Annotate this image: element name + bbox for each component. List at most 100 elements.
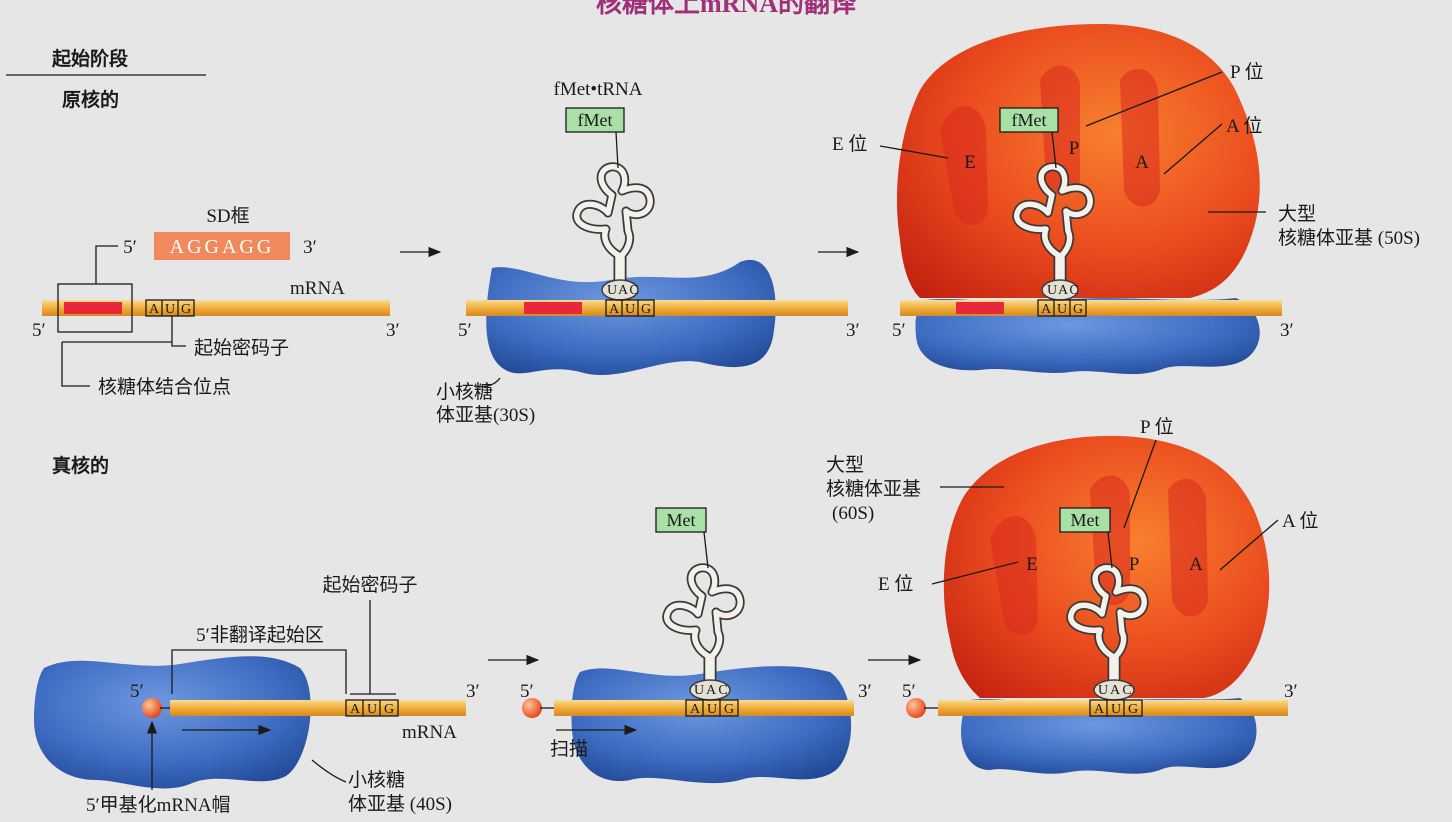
sd-box xyxy=(154,232,290,260)
euk-site-p-letter: P xyxy=(1129,554,1140,575)
svg-text:G: G xyxy=(1128,702,1138,717)
svg-text:C: C xyxy=(1122,683,1131,698)
met-label-1: Met xyxy=(667,510,696,530)
euk-site-e-letter: E xyxy=(1026,554,1038,575)
svg-text:G: G xyxy=(384,702,394,717)
euk-codon-3: A U G xyxy=(1089,699,1143,717)
svg-text:U: U xyxy=(1098,683,1108,698)
eukaryote-label: 真核的 xyxy=(52,454,109,477)
binding-site-box xyxy=(57,283,133,333)
svg-text:A: A xyxy=(609,302,620,317)
prok-panel-3: U A C A U G fMet E P A E 位 P 位 A 位 大型 核糖… xyxy=(832,24,1420,375)
euk-cap-1 xyxy=(142,698,162,718)
prok2-three-prime: 3′ xyxy=(846,320,860,341)
sd-region xyxy=(64,302,122,314)
large-60s-label-line2: 核糖体亚基 xyxy=(826,478,921,500)
svg-text:U: U xyxy=(707,702,717,717)
euk-a-site-label: A 位 xyxy=(1282,510,1318,532)
euk-panel-1: A U G 5′非翻译起始区 起始密码子 5′ 3′ mRNA 5′甲基化mRN… xyxy=(34,574,540,816)
prok-anticodon-2: U A C xyxy=(607,283,639,298)
met-box-2 xyxy=(1059,507,1111,533)
large-50s-label-line2: 核糖体亚基 (50S) xyxy=(1278,227,1420,249)
large-60s-label-line1: 大型 xyxy=(826,454,864,476)
small-30s-label-line1: 小核糖 xyxy=(436,381,493,403)
euk-mrna-strand-2 xyxy=(554,700,854,716)
prok2-five-prime: 5′ xyxy=(458,320,472,341)
prok-sd-region-2 xyxy=(524,302,582,314)
fmet-trna xyxy=(577,167,650,283)
euk-p-site-leader xyxy=(1123,439,1157,529)
met-stem-1 xyxy=(703,531,709,569)
euk-mrna-strand-3 xyxy=(938,700,1288,716)
p-site-label: P 位 xyxy=(1230,61,1264,83)
euk-codon-1: A U G xyxy=(345,699,399,717)
svg-text:U: U xyxy=(694,683,704,698)
prok1-five-prime: 5′ xyxy=(32,320,46,341)
prokaryote-label: 原核的 xyxy=(62,88,119,111)
euk-start-codon-label: 起始密码子 xyxy=(322,574,417,596)
prok-mrna-strand-2 xyxy=(466,300,848,316)
svg-text:A: A xyxy=(350,702,361,717)
sd-leader-line xyxy=(95,245,118,284)
start-codon-label: 起始密码子 xyxy=(194,337,289,359)
fmet-box-1 xyxy=(565,107,625,133)
prok-codon-3: A U G xyxy=(1037,299,1087,317)
p-site-leader xyxy=(1085,71,1223,127)
small-40s-leader xyxy=(311,759,347,783)
met-stem-2 xyxy=(1107,531,1113,569)
met-box-1 xyxy=(655,507,707,533)
euk-small-subunit-2 xyxy=(571,666,852,784)
svg-text:A: A xyxy=(1094,702,1105,717)
euk1-three-prime: 3′ xyxy=(466,681,480,702)
fmet-label-2: fMet xyxy=(1012,110,1047,130)
prok-mrna-strand-1 xyxy=(42,300,390,316)
prok-panel-2: U A C A U G fMet fMet•tRNA 5′ 3′ 小核糖 体亚基… xyxy=(436,79,860,426)
euk-mrna-label: mRNA xyxy=(402,722,457,743)
large-60s-label-line3: (60S) xyxy=(832,503,874,524)
euk2-five-prime: 5′ xyxy=(520,681,534,702)
utr-label: 5′非翻译起始区 xyxy=(196,624,324,646)
e-site-leader xyxy=(879,145,949,159)
small-30s-label-line2: 体亚基(30S) xyxy=(436,404,535,426)
fmet-box-2 xyxy=(999,107,1059,133)
start-codon-leader xyxy=(171,316,186,347)
prok3-three-prime: 3′ xyxy=(1280,320,1294,341)
euk-anticodon-3: U A C xyxy=(1098,683,1132,698)
met-trna xyxy=(667,568,740,684)
euk-anticodon-2: U A C xyxy=(694,683,728,698)
svg-text:U: U xyxy=(625,302,635,317)
svg-text:C: C xyxy=(629,283,638,298)
small-40s-label-line2: 体亚基 (40S) xyxy=(348,793,452,815)
stage-label: 起始阶段 xyxy=(51,47,129,70)
binding-site-label: 核糖体结合位点 xyxy=(98,376,231,398)
diagram-title: 核糖体上mRNA的翻译 xyxy=(596,0,857,18)
svg-text:U: U xyxy=(607,283,617,298)
svg-text:U: U xyxy=(165,302,175,317)
prok-sd-region-3 xyxy=(956,302,1004,314)
svg-text:G: G xyxy=(724,702,734,717)
sd-sequence: AGGAGG xyxy=(170,236,275,258)
prok3-five-prime: 5′ xyxy=(892,320,906,341)
euk-p-site-label: P 位 xyxy=(1140,416,1174,438)
utr-bracket xyxy=(171,649,347,694)
svg-text:G: G xyxy=(641,302,651,317)
euk-cap-2 xyxy=(522,698,542,718)
svg-text:G: G xyxy=(181,302,191,317)
euk-a-site-leader xyxy=(1219,519,1279,571)
euk-groove-a xyxy=(1168,478,1208,617)
svg-text:A: A xyxy=(1110,683,1121,698)
svg-text:U: U xyxy=(1111,702,1121,717)
sd-five-prime: 5′ xyxy=(123,237,137,258)
fmet-trna-label: fMet•tRNA xyxy=(554,79,643,100)
site-e-letter: E xyxy=(964,152,976,173)
svg-text:A: A xyxy=(1041,302,1052,317)
svg-text:A: A xyxy=(1058,283,1069,298)
e-site-label: E 位 xyxy=(832,133,867,155)
euk3-five-prime: 5′ xyxy=(902,681,916,702)
euk-e-site-label: E 位 xyxy=(878,573,913,595)
euk-e-site-leader xyxy=(931,561,1019,585)
svg-text:U: U xyxy=(367,702,377,717)
svg-text:C: C xyxy=(718,683,727,698)
a-site-leader xyxy=(1163,123,1223,175)
large-50s-label-line1: 大型 xyxy=(1278,203,1316,225)
